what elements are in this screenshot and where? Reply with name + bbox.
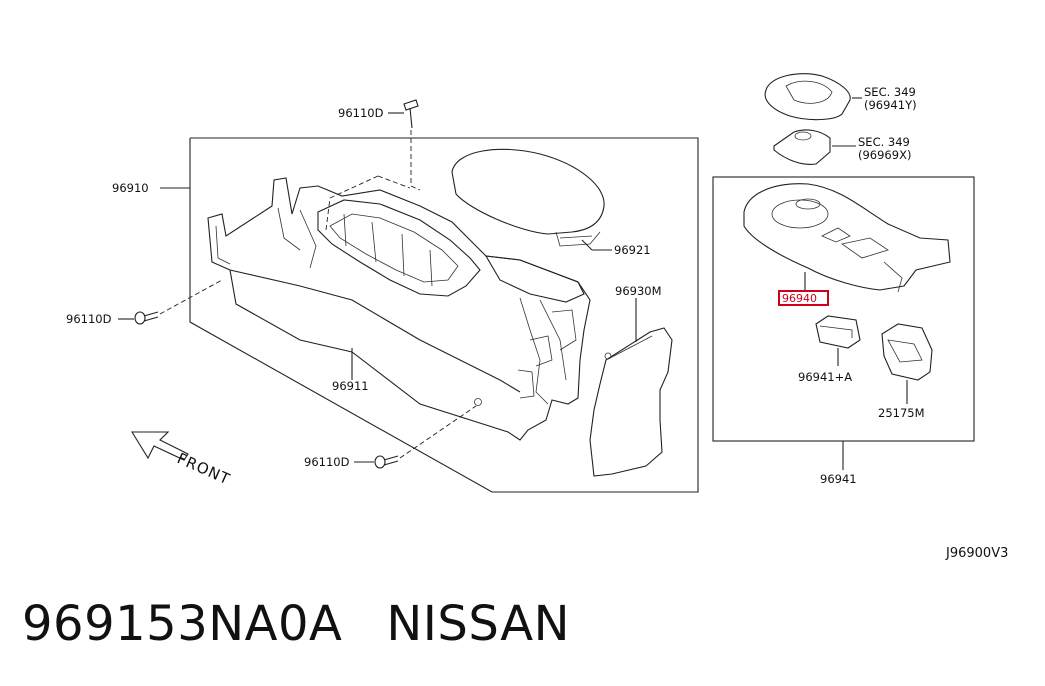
label-sec-upper-2: (96941Y) bbox=[864, 98, 917, 112]
highlight-box bbox=[778, 290, 829, 306]
screw-left bbox=[134, 311, 159, 325]
console-body bbox=[207, 177, 591, 441]
label-highlighted-part: 96940 bbox=[782, 292, 817, 305]
finisher-box bbox=[712, 176, 975, 470]
label-console-side: 96911 bbox=[332, 379, 369, 393]
console-finisher bbox=[743, 183, 951, 293]
switch-b bbox=[881, 323, 933, 404]
label-sec-upper-1: SEC. 349 bbox=[864, 85, 916, 99]
switch-a bbox=[815, 315, 861, 366]
label-console-body: 96910 bbox=[112, 181, 149, 195]
brand-name: NISSAN bbox=[386, 596, 570, 652]
label-finisher-assembly: 96941 bbox=[820, 472, 857, 486]
front-arrow-icon bbox=[131, 431, 189, 461]
shifter-cap bbox=[773, 129, 856, 165]
side-panel bbox=[589, 327, 673, 477]
label-screw-top: 96110D bbox=[338, 106, 384, 120]
label-sec-lower-1: SEC. 349 bbox=[858, 135, 910, 149]
shifter-boot-ring bbox=[764, 73, 862, 121]
part-footer: 969153NA0A NISSAN bbox=[22, 596, 570, 652]
diagram-code: J96900V3 bbox=[945, 546, 1008, 561]
leader-lines bbox=[118, 112, 637, 463]
label-switch-a: 96941+A bbox=[798, 370, 852, 384]
part-number: 969153NA0A bbox=[22, 596, 343, 652]
label-sec-lower-2: (96969X) bbox=[858, 148, 911, 162]
assembly-lines bbox=[159, 130, 477, 459]
label-lid: 96921 bbox=[614, 243, 651, 257]
screw-bottom bbox=[374, 455, 399, 469]
label-switch-b: 25175M bbox=[878, 406, 925, 420]
screw-top bbox=[403, 99, 419, 129]
label-side-panel: 96930M bbox=[615, 284, 662, 298]
label-screw-left: 96110D bbox=[66, 312, 112, 326]
label-screw-bottom: 96110D bbox=[304, 455, 350, 469]
console-frame bbox=[189, 137, 699, 493]
console-lid bbox=[451, 148, 605, 247]
label-front: FRONT bbox=[174, 449, 233, 488]
